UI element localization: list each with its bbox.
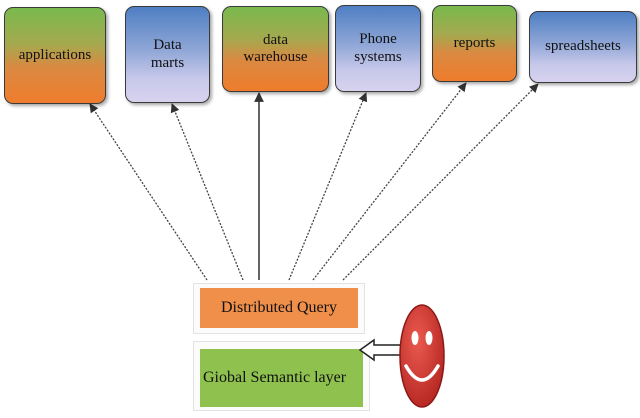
node-label-line: data: [263, 31, 288, 48]
edge-to-phone-systems: [288, 92, 368, 281]
node-label-line: systems: [354, 48, 402, 65]
distributed-query-layer: Distributed Query: [200, 288, 358, 328]
node-label-line: reports: [453, 34, 496, 51]
node-label-line: Data: [153, 37, 182, 54]
node-label-line: Phone: [359, 31, 397, 48]
edge-to-spreadsheets: [342, 83, 539, 281]
node-data-marts: Data marts: [125, 6, 210, 103]
node-phone-systems: Phone systems: [335, 5, 421, 92]
node-label-line: spreadsheets: [545, 38, 621, 55]
node-reports: reports: [432, 5, 517, 82]
node-label-line: applications: [18, 46, 92, 63]
node-label-line: warehouse: [243, 49, 308, 65]
smiley-face-icon: [399, 304, 445, 408]
node-applications: applications: [4, 7, 106, 104]
node-data-warehouse: data warehouse: [222, 6, 329, 92]
edge-to-reports: [312, 82, 467, 281]
node-label-line: marts: [150, 54, 185, 71]
global-semantic-layer: Giobal Semantic layer: [200, 349, 363, 407]
node-spreadsheets: spreadsheets: [529, 11, 637, 83]
edge-to-applications: [89, 103, 208, 281]
edge-to-data-marts: [170, 103, 244, 281]
